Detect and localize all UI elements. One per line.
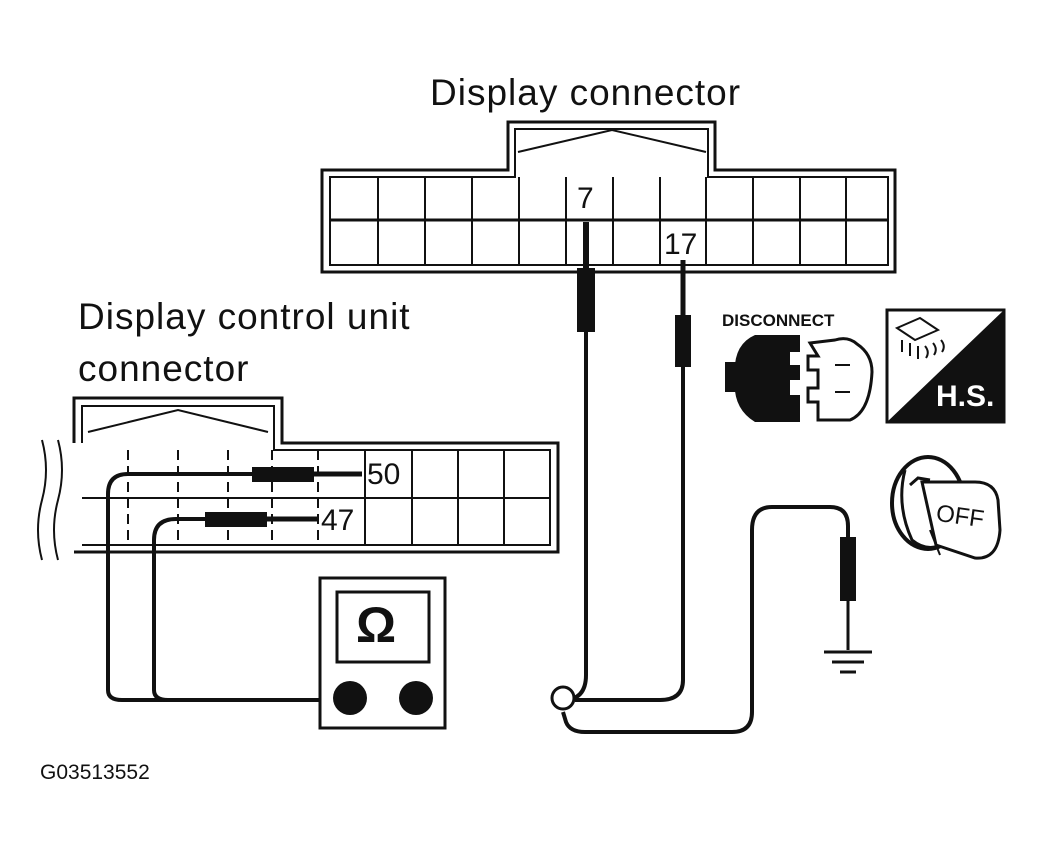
- control-unit-connector: [37, 396, 560, 561]
- ohmmeter: [318, 576, 447, 730]
- hs-icon: [885, 308, 1006, 424]
- hs-label: H.S.: [936, 380, 995, 413]
- disconnect-icon: [725, 335, 874, 422]
- probe-wire-47: [152, 512, 320, 702]
- ohm-icon: Ω: [356, 597, 397, 653]
- pin-17-label: 17: [663, 228, 699, 261]
- wire-junction: [550, 685, 576, 711]
- ignition-off-icon: [890, 455, 1002, 560]
- pin-47-label: 47: [320, 504, 356, 537]
- ground-icon: [824, 650, 872, 674]
- display-connector-label: Display connector: [430, 72, 742, 113]
- disconnect-label: DISCONNECT: [722, 311, 835, 330]
- control-unit-label-line1: Display control unit: [78, 296, 411, 337]
- probe-wire-50: [106, 467, 362, 702]
- figure-code: G03513552: [40, 761, 150, 784]
- control-unit-label-line2: connector: [78, 348, 250, 389]
- probe-wire-7: [562, 222, 595, 702]
- off-label: OFF: [934, 499, 986, 534]
- pin-50-label: 50: [366, 458, 402, 491]
- ground-wire: [561, 505, 856, 734]
- probe-wire-17: [575, 258, 691, 702]
- display-connector: [320, 120, 897, 274]
- pin-7-label: 7: [575, 182, 596, 215]
